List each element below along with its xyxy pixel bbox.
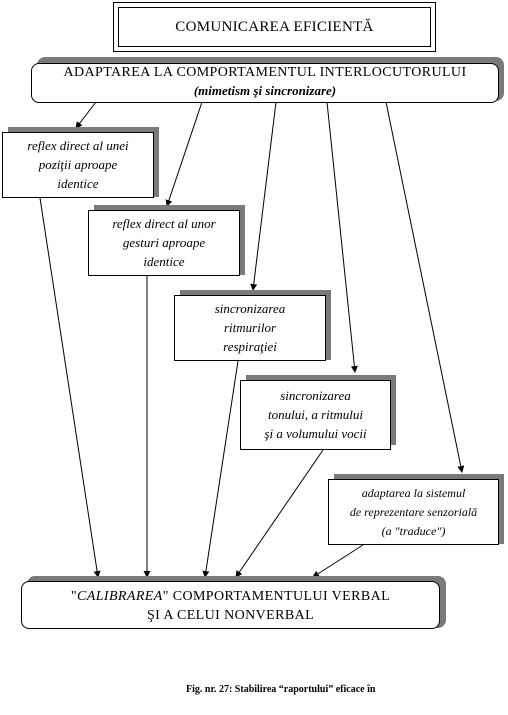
box1-line3: identice [57, 176, 99, 191]
arrow-to-box4 [326, 101, 358, 373]
box-sync-voice: sincronizarea tonului, a ritmului şi a v… [240, 380, 391, 450]
box3-line1: sincronizarea [214, 301, 286, 316]
box-reflex-position: reflex direct al unei poziţii aproape id… [2, 132, 154, 198]
box1-line1: reflex direct al unei [27, 138, 129, 153]
box3-line3: respiraţiei [223, 339, 277, 354]
arrow-to-box3 [250, 101, 277, 291]
adaptation-heading: ADAPTAREA LA COMPORTAMENTUL INTERLOCUTOR… [63, 65, 467, 80]
calibration-line1: "CALIBRAREA" COMPORTAMENTULUI VERBAL [22, 587, 439, 606]
box-reflex-gestures: reflex direct al unor gesturi aproape id… [88, 210, 240, 276]
adaptation-box: ADAPTAREA LA COMPORTAMENTUL INTERLOCUTOR… [31, 63, 499, 103]
calibration-line2: ŞI A CELUI NONVERBAL [146, 608, 315, 623]
box2-line2: gesturi aproape [122, 235, 206, 250]
calibration-emphasis: CALIBRAREA [77, 589, 163, 604]
box5-line2: de reprezentare senzorială [349, 505, 478, 519]
figure-caption: Fig. nr. 27: Stabilirea “raportului” efi… [186, 684, 376, 695]
page-title: COMUNICAREA EFICIENTĂ [118, 7, 431, 47]
box4-line3: şi a volumului vocii [264, 426, 367, 441]
arrow-box4-to-calib [235, 449, 324, 578]
box3-line2: ritmurilor [223, 320, 276, 335]
title-box: COMUNICAREA EFICIENTĂ [113, 2, 436, 52]
box2-line3: identice [143, 254, 185, 269]
calibration-rest: " COMPORTAMENTULUI VERBAL [162, 589, 391, 604]
box4-line1: sincronizarea [280, 388, 351, 403]
box-adapt-sensory: adaptarea la sistemul de reprezentare se… [328, 479, 499, 545]
box5-line3: (a "traduce") [381, 524, 446, 538]
box-sync-breathing: sincronizarea ritmurilor respiraţiei [174, 295, 326, 361]
adaptation-subheading: (mimetism şi sincronizare) [193, 83, 337, 98]
arrow-to-box2 [165, 101, 203, 207]
calibration-box: "CALIBRAREA" COMPORTAMENTULUI VERBAL ŞI … [21, 581, 440, 629]
calibration-quote-open: " [70, 589, 78, 604]
arrow-box3-to-calib [202, 360, 239, 578]
box5-line1: adaptarea la sistemul [361, 486, 466, 500]
box1-line2: poziţii aproape [38, 157, 118, 172]
arrow-box1-to-calib [39, 197, 101, 578]
box4-line2: tonului, a ritmului [268, 407, 363, 422]
arrow-box5-to-calib [312, 544, 364, 578]
arrow-to-box5 [385, 101, 465, 473]
box2-line1: reflex direct al unor [112, 216, 216, 231]
arrow-to-box1 [75, 101, 97, 129]
